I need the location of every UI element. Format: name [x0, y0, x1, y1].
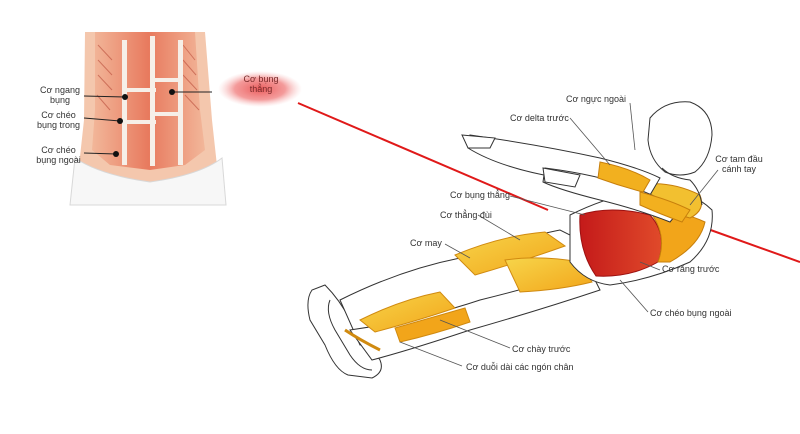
highlight-glow [218, 71, 302, 107]
left-sheath [122, 40, 127, 165]
inset-torso [30, 32, 228, 208]
dot-external-oblique [113, 151, 119, 157]
label-tibialis: Cơ chày trước [512, 344, 571, 354]
dot-rectus [169, 89, 175, 95]
dot-transversus [122, 94, 128, 100]
inset-muscle-area [92, 32, 205, 170]
inset-striations [96, 44, 200, 111]
label-external-oblique-inset: Cơ chéo bụng ngoài [36, 145, 81, 165]
label-external-oblique: Cơ chéo bụng ngoài [650, 308, 732, 318]
foot-front [327, 299, 373, 371]
label-deltoid: Cơ delta trước [510, 113, 569, 123]
label-pectoralis: Cơ ngực ngoài [566, 94, 626, 104]
tibialis-muscle [394, 307, 471, 343]
tendinous-4 [152, 112, 182, 116]
dot-internal-oblique [117, 118, 123, 124]
neck [661, 167, 703, 206]
hand-front [542, 167, 581, 188]
tendinous-2 [122, 120, 156, 124]
thigh-muscle [454, 231, 567, 276]
toe-extensor [344, 328, 381, 352]
label-extensor-digitorum: Cơ duỗi dài các ngón chân [466, 362, 574, 372]
label-rectus-abdominis: Cơ bụng thẳng [450, 190, 510, 200]
shin-muscle [359, 291, 456, 333]
hand-back [461, 134, 496, 149]
rectus-abdominis [579, 209, 663, 277]
label-internal-oblique: Cơ chéo bụng trong [36, 110, 81, 130]
triceps-muscle [639, 191, 691, 223]
right-sheath [178, 40, 183, 165]
pointer-line-right [704, 227, 800, 263]
label-biceps: Cơ tam đầu cánh tay [715, 154, 763, 174]
quad-muscle [504, 257, 593, 293]
inset-underwear [69, 157, 227, 206]
tendinous-3 [152, 78, 182, 82]
label-sartorius: Cơ may [410, 238, 442, 248]
linea-alba [150, 36, 155, 166]
head [647, 101, 713, 176]
tendinous-1 [122, 88, 156, 92]
deltoid-muscle [597, 161, 651, 193]
label-rectus-femoris: Cơ thẳng đùi [440, 210, 492, 220]
figure-leaders [399, 102, 719, 367]
vsit-figure [307, 101, 719, 379]
label-serratus: Cơ răng trước [662, 264, 720, 274]
label-transversus: Cơ ngang bụng [40, 85, 80, 105]
inset-leaders [83, 91, 212, 155]
label-rectus-highlight: Cơ bụng thẳng [243, 74, 279, 94]
pointer-line-left [297, 102, 549, 211]
